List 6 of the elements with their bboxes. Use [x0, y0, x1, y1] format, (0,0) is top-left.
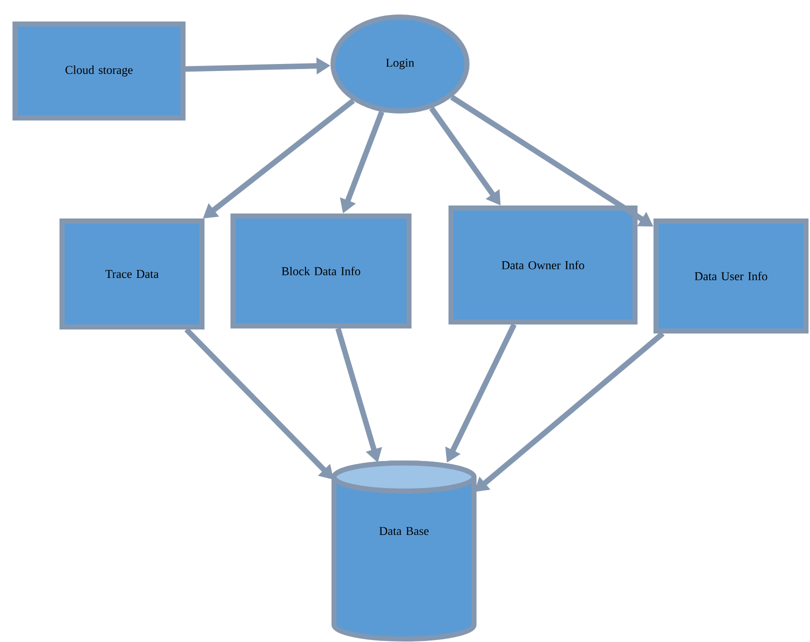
process-box: Block Data Info — [230, 214, 412, 328]
process-box: Data User Info — [654, 218, 809, 334]
process-box: Cloud storage — [12, 22, 186, 120]
process-box: Data Owner Info — [448, 206, 638, 324]
process-box: Trace Data — [60, 218, 204, 330]
database-cylinder: Data Base — [332, 460, 476, 642]
